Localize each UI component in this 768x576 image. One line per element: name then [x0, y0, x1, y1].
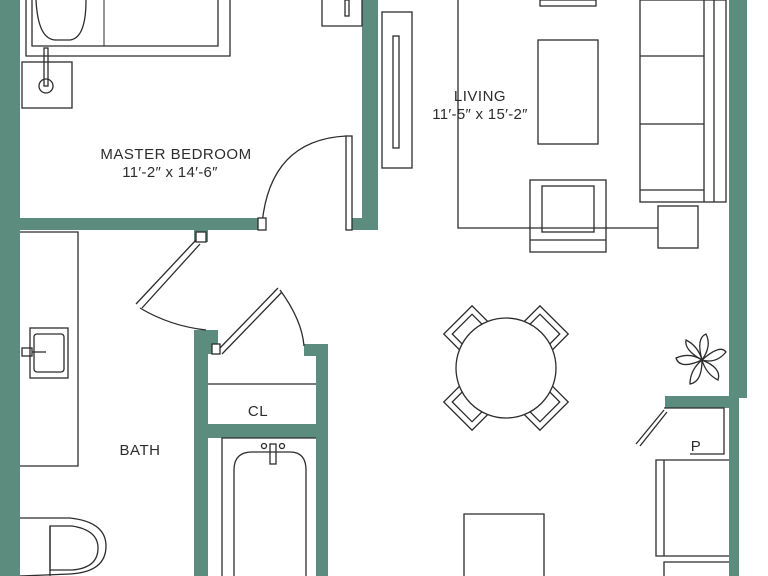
bedroom-bottom-wall-left [20, 218, 264, 230]
nightstand-right [321, 0, 363, 27]
pantry [635, 407, 725, 455]
right-exterior-wall-upper [729, 0, 747, 398]
armchair [529, 179, 607, 253]
master-bedroom-dims: 11′-2″ x 14′-6″ [122, 164, 218, 181]
rug [457, 0, 658, 229]
bathtub-icon [221, 437, 316, 576]
bed [25, 0, 231, 57]
bedroom-right-wall [362, 0, 378, 230]
vanity [20, 231, 79, 467]
closet [208, 287, 316, 385]
pantry-label: P [691, 438, 702, 455]
kitchen-island [463, 513, 545, 576]
kitchen-counter [655, 459, 729, 576]
closet-door-jamb [208, 330, 218, 354]
side-table [606, 205, 699, 249]
closet-label: CL [248, 403, 268, 420]
living-label: LIVING [454, 88, 506, 105]
bath-door [135, 231, 207, 331]
sofa [639, 0, 727, 203]
closet-left-wall [194, 330, 208, 576]
closet-right-wall [316, 344, 328, 576]
pantry-top-wall [665, 396, 739, 408]
master-bedroom-label: MASTER BEDROOM [100, 146, 251, 163]
bath-label: BATH [120, 442, 161, 459]
right-exterior-wall-lower [729, 398, 739, 576]
plant-icon [675, 333, 727, 385]
tv-console [381, 11, 413, 169]
left-exterior-wall [0, 0, 20, 576]
walls [0, 0, 747, 576]
bedroom-door [257, 135, 353, 231]
sink-icon [21, 327, 69, 379]
closet-bath-divider [194, 424, 328, 438]
nightstand-left [21, 47, 73, 109]
living-dims: 11′-5″ x 15′-2″ [432, 106, 528, 123]
coffee-table [537, 0, 599, 145]
toilet-icon [19, 517, 107, 576]
dining-table [442, 304, 570, 432]
